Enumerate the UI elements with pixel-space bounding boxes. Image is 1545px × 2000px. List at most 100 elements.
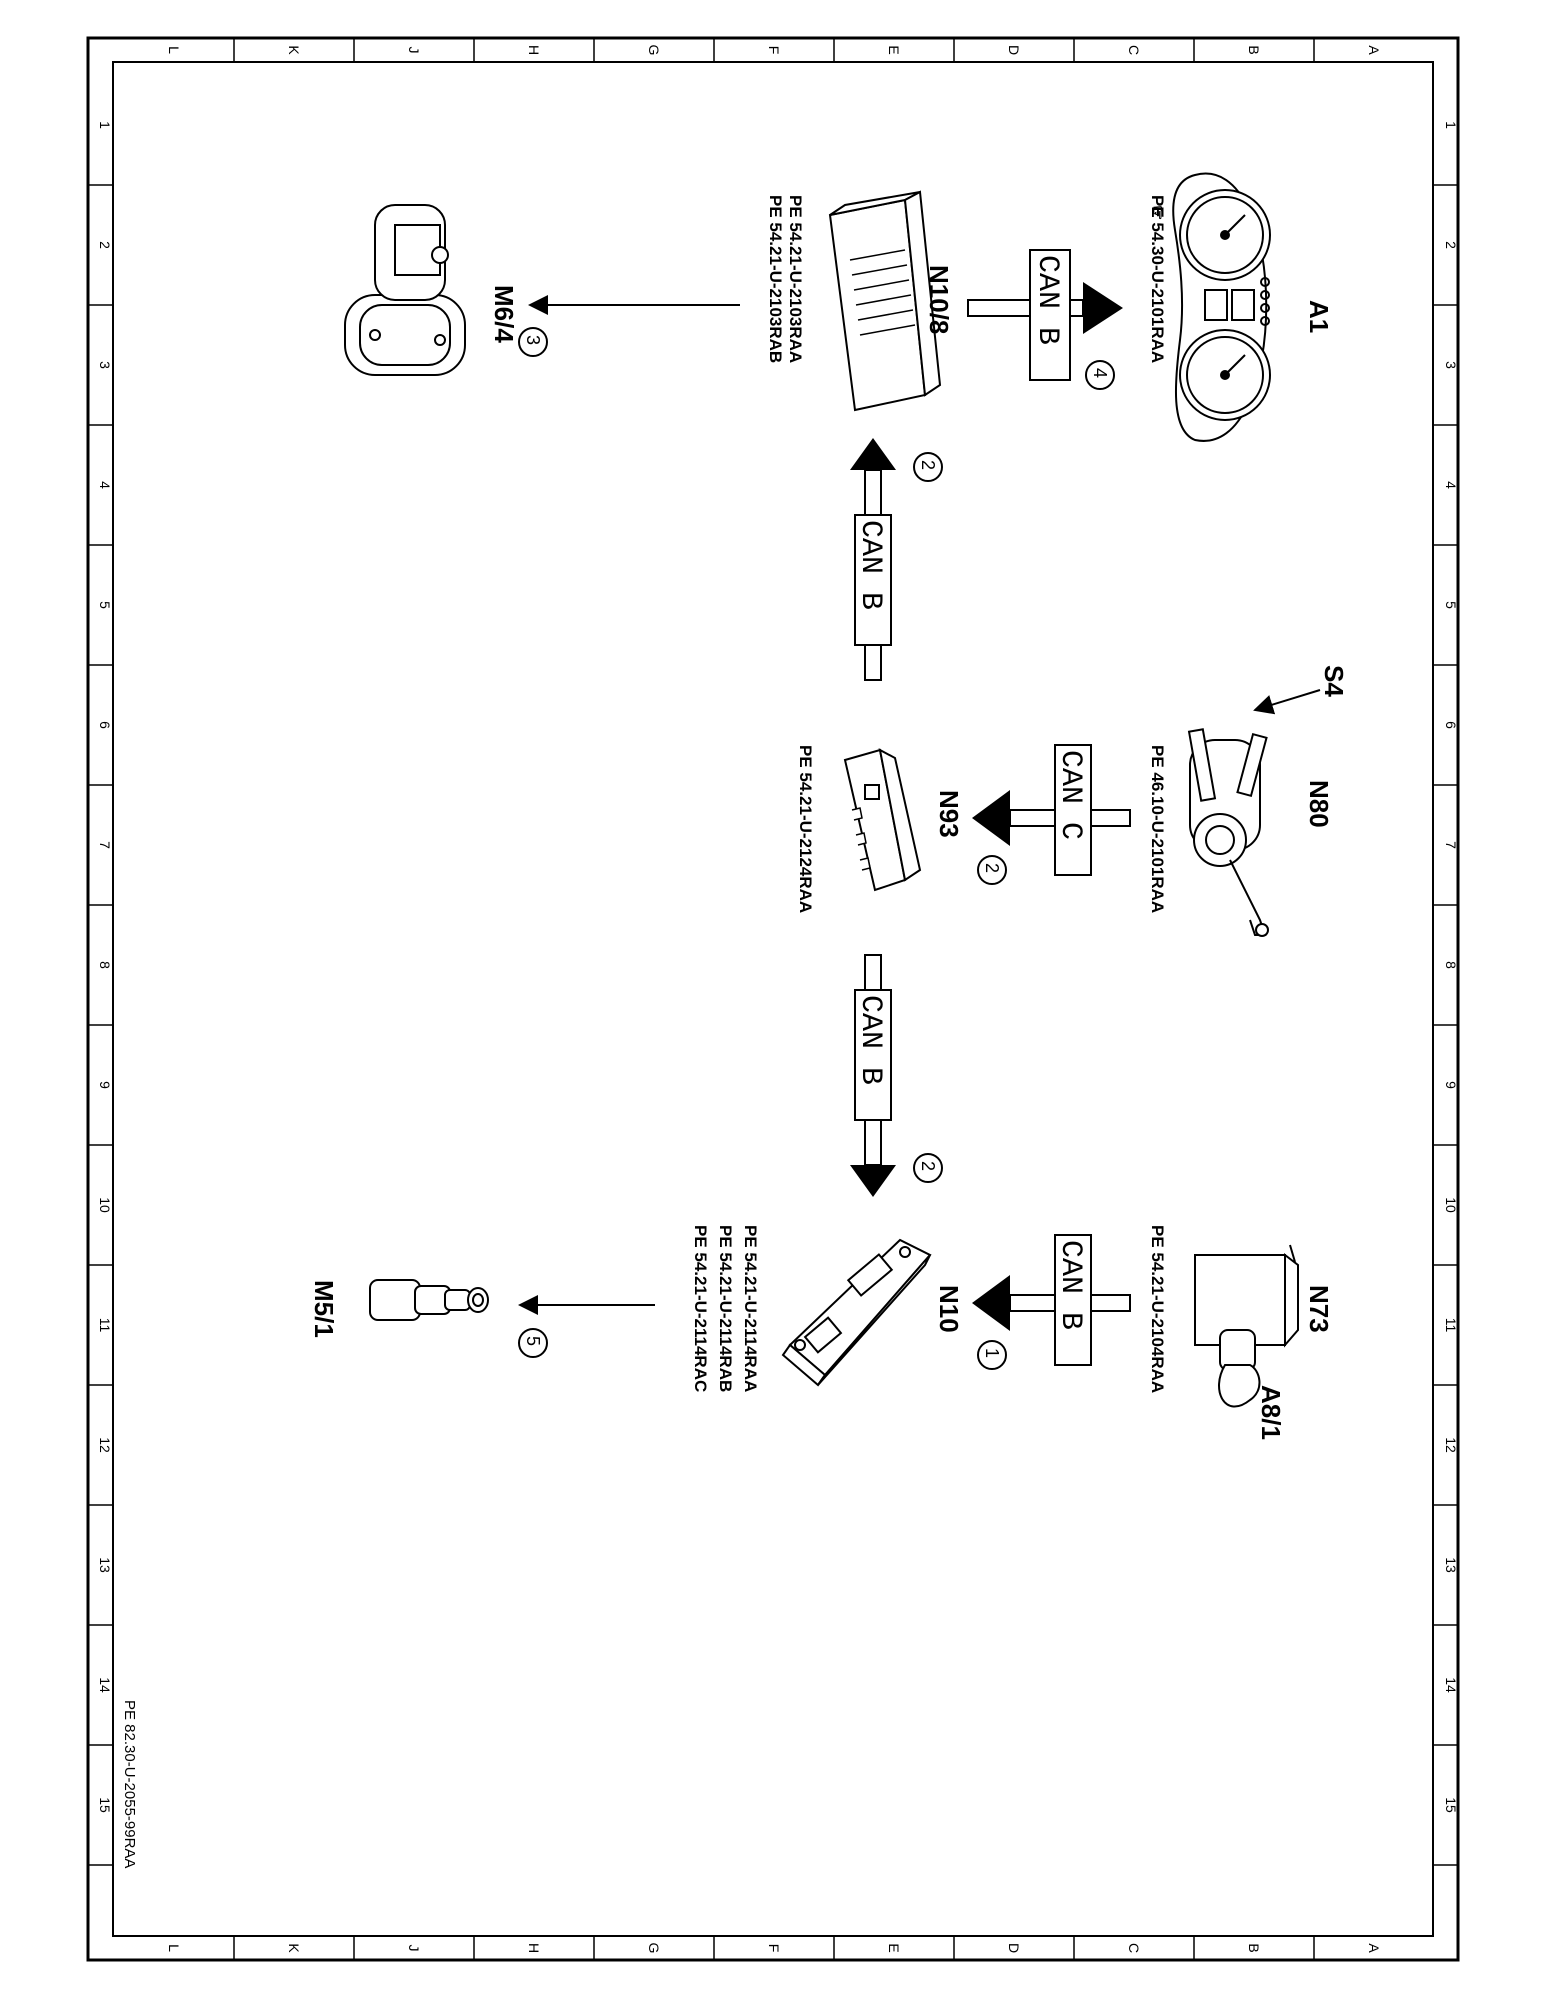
label-a1: A1 (1304, 300, 1334, 333)
grid-letter: A (1366, 45, 1382, 55)
grid-number: 14 (1443, 1677, 1459, 1693)
label-n73: N73 (1304, 1285, 1334, 1333)
ref-n108-2: PE 54.21-U-2103RAB (766, 195, 785, 363)
grid-letter: G (646, 45, 662, 56)
step-circle (1085, 360, 1115, 390)
grid-number: 5 (1443, 601, 1459, 609)
grid-letter: F (766, 1944, 782, 1953)
grid-letter: A (1366, 1943, 1382, 1953)
actuator-m51-icon (369, 1279, 489, 1321)
step-number: 2 (982, 863, 1002, 873)
step-circle (977, 1340, 1007, 1370)
grid-number: 6 (1443, 721, 1459, 729)
bus-label-can-c: CAN C (1053, 750, 1087, 840)
grid-number: 14 (97, 1677, 113, 1693)
grid-number: 12 (1443, 1437, 1459, 1453)
grid-number: 3 (1443, 361, 1459, 369)
grid-number: 13 (1443, 1557, 1459, 1573)
grid-letter: E (886, 1943, 902, 1952)
grid-number: 7 (1443, 841, 1459, 849)
ref-n73: PE 54.21-U-2104RAA (1148, 1225, 1167, 1393)
grid-number: 15 (97, 1797, 113, 1813)
inner-frame (112, 61, 1434, 1937)
step-circle (977, 855, 1007, 885)
ref-n10-2: PE 54.21-U-2114RAB (716, 1225, 735, 1392)
grid-number: 4 (1443, 481, 1459, 489)
ignition-switch-icon (1194, 1244, 1299, 1408)
label-n108: N10/8 (924, 265, 954, 334)
grid-letter: C (1126, 1943, 1142, 1953)
grid-number: 6 (97, 721, 113, 729)
grid-number: 12 (97, 1437, 113, 1453)
label-n10: N10 (934, 1285, 964, 1333)
outer-frame (86, 36, 1460, 1962)
grid-letter: K (286, 45, 302, 55)
grid-number: 9 (97, 1081, 113, 1089)
bus-label-can-b: CAN B (1053, 1240, 1087, 1330)
label-m51: M5/1 (309, 1280, 339, 1338)
grid-letters-bottom: L K J H G F E D C B A (166, 1943, 1382, 1954)
step-circle (913, 1153, 943, 1183)
bus-label-can-b: CAN B (853, 995, 887, 1085)
step-number: 2 (918, 1161, 938, 1171)
grid-number: 8 (1443, 961, 1459, 969)
can-b-arrow-n93-n10 (850, 954, 896, 1197)
grid-letter: B (1246, 45, 1262, 54)
label-s4: S4 (1319, 665, 1349, 697)
label-a81: A8/1 (1256, 1385, 1286, 1440)
step-circle (518, 327, 548, 357)
ref-a1: PE 54.30-U-2101RAA (1148, 195, 1167, 363)
ref-n10-1: PE 54.21-U-2114RAA (741, 1225, 760, 1392)
grid-letter: D (1006, 45, 1022, 55)
grid-letters-top: L K J H G F E D C B A (166, 45, 1382, 56)
bus-label-can-b: CAN B (853, 520, 887, 610)
grid-letter: E (886, 45, 902, 54)
label-m64: M6/4 (489, 285, 519, 343)
grid-number: 1 (97, 121, 113, 129)
pointer-hand-icon: ☞ (1148, 205, 1167, 220)
grid-number: 9 (1443, 1081, 1459, 1089)
grid-number: 4 (97, 481, 113, 489)
grid-number: 3 (97, 361, 113, 369)
instrument-cluster-icon (1172, 172, 1271, 442)
grid-number: 10 (1443, 1197, 1459, 1213)
grid-letter: C (1126, 45, 1142, 55)
ref-n10-3: PE 54.21-U-2114RAC (691, 1225, 710, 1392)
step-circle (518, 1328, 548, 1358)
step-number: 3 (523, 335, 543, 345)
can-b-arrow-a1-n108 (967, 249, 1123, 381)
grid-number: 11 (1443, 1318, 1459, 1333)
bus-label-can-b: CAN B (1030, 255, 1064, 345)
frame-row-ticks (88, 184, 1458, 1866)
ref-n80: PE 46.10-U-2101RAA (1148, 745, 1167, 913)
n10-module-icon (781, 1238, 932, 1387)
can-c-arrow-n80-n93 (972, 744, 1131, 876)
grid-letter: L (166, 46, 182, 54)
ref-n93: PE 54.21-U-2124RAA (796, 745, 815, 913)
grid-number: 5 (97, 601, 113, 609)
step-number: 5 (523, 1336, 543, 1346)
grid-letter: K (286, 1943, 302, 1953)
grid-letter: H (526, 1943, 542, 1953)
grid-letter: J (406, 1945, 422, 1952)
steering-switch-icon (1187, 728, 1269, 937)
step-number: 4 (1090, 368, 1110, 378)
grid-number: 13 (97, 1557, 113, 1573)
grid-letter: D (1006, 1943, 1022, 1953)
arrow-s4 (1253, 689, 1321, 715)
grid-letter: B (1246, 1943, 1262, 1952)
step-number: 2 (918, 460, 938, 470)
grid-number: 11 (97, 1318, 113, 1333)
grid-number: 2 (97, 241, 113, 249)
label-n80: N80 (1304, 780, 1334, 828)
n93-module-icon (843, 748, 922, 892)
grid-number: 8 (97, 961, 113, 969)
document-id: PE 82.30-U-2055-99RAA (121, 1700, 138, 1868)
can-b-arrow-n73-n10 (972, 1234, 1131, 1366)
grid-number: 2 (1443, 241, 1459, 249)
n108-module-icon (828, 190, 942, 412)
step-circle (913, 452, 943, 482)
label-n93: N93 (934, 790, 964, 838)
grid-number: 7 (97, 841, 113, 849)
frame-column-ticks (233, 38, 1315, 1960)
